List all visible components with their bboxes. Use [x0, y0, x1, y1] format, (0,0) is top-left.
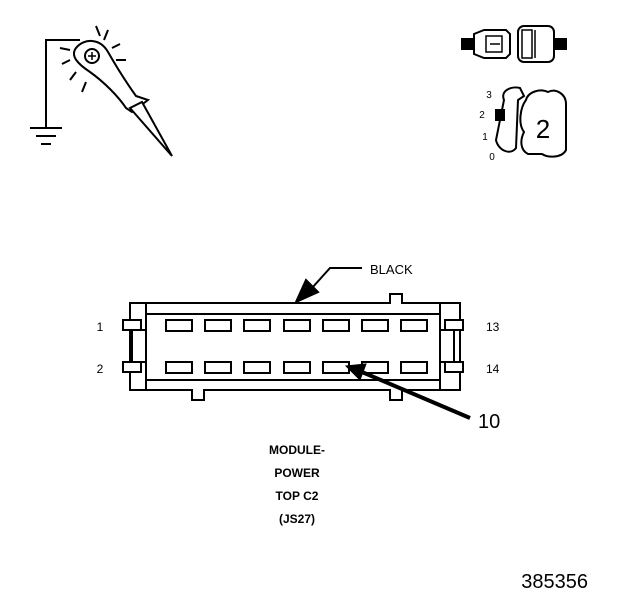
cavity [322, 319, 350, 332]
key-position-2: 2 [479, 110, 485, 121]
key-position-1: 1 [482, 132, 488, 143]
cavity-row-bottom [165, 361, 428, 374]
cavity [283, 319, 311, 332]
connector-caption-line2: POWER [274, 466, 320, 480]
pin-label-bottom-left: 2 [97, 362, 104, 376]
test-probe-icon [30, 25, 173, 157]
cavity [165, 319, 193, 332]
disconnected-connector-icon [461, 25, 567, 63]
cavity [204, 361, 232, 374]
cavity [400, 319, 428, 332]
cavity [243, 361, 271, 374]
cavity [400, 361, 428, 374]
cavity [361, 319, 389, 332]
connector-caption-line3: TOP C2 [276, 489, 319, 503]
pin-label-top-right: 13 [486, 320, 500, 334]
figure-number: 385356 [521, 571, 588, 593]
connector-caption-line1: MODULE- [269, 443, 325, 457]
cavity [165, 361, 193, 374]
connector-housing [122, 293, 464, 401]
cavity [283, 361, 311, 374]
pin-label-top-left: 1 [97, 320, 104, 334]
cavity [322, 361, 350, 374]
connector-caption-line4: (JS27) [279, 512, 315, 526]
pin-label-bottom-right: 14 [486, 362, 500, 376]
cavity-row-top [165, 319, 428, 332]
key-position-0: 0 [489, 152, 495, 163]
ignition-switch-icon [494, 86, 567, 158]
color-leader-arrow [293, 267, 362, 305]
cavity [204, 319, 232, 332]
key-selected-position: 2 [536, 114, 550, 144]
cavity [243, 319, 271, 332]
connector-color-label: BLACK [370, 262, 413, 277]
key-position-3: 3 [486, 90, 492, 101]
pin-callout-number: 10 [478, 411, 500, 433]
pin-callout-arrow [344, 363, 471, 420]
